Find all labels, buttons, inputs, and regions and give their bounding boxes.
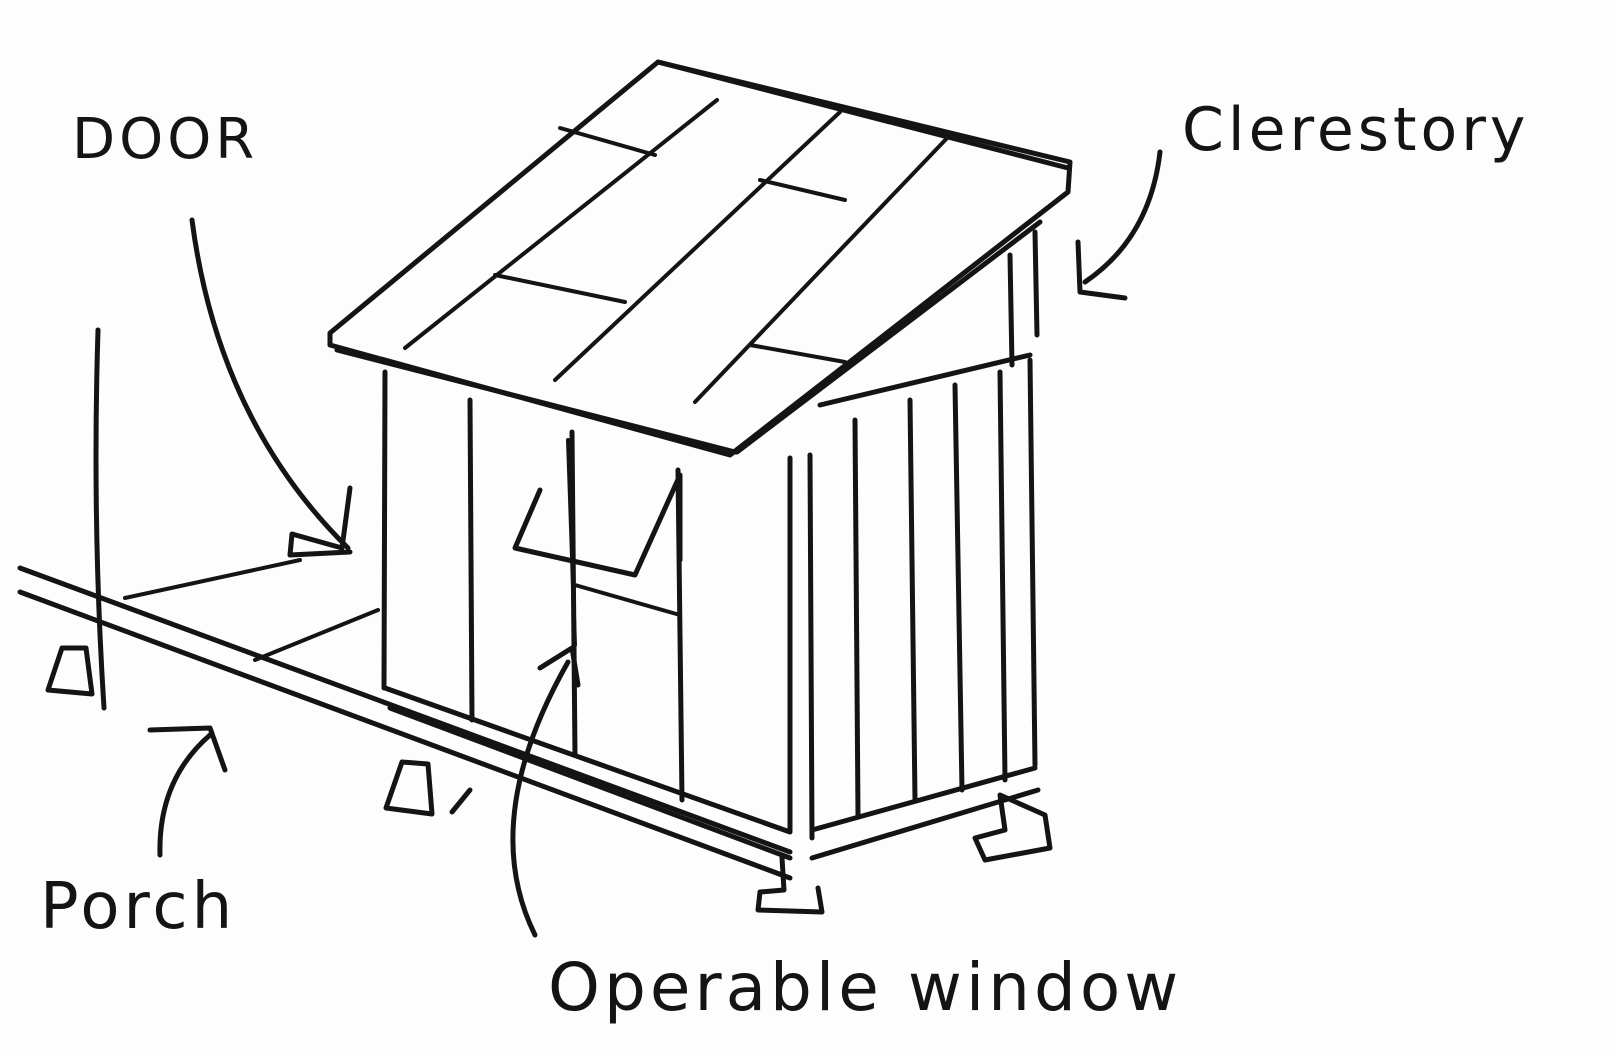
clerestory-sill <box>817 352 1033 408</box>
front-wall-base <box>387 705 793 861</box>
footing-corner <box>755 855 825 915</box>
porch-edge-outer <box>17 565 793 855</box>
front-wall-left-edge <box>381 369 388 691</box>
door-label: DOOR <box>72 107 258 172</box>
footings <box>45 645 1053 915</box>
roof-shingle-mark-2 <box>758 178 847 202</box>
clerestory-post-left <box>1007 252 1015 368</box>
porch-board-line-1 <box>123 558 302 600</box>
porch-post <box>93 327 107 711</box>
roof-shingle-mark-3 <box>493 273 627 304</box>
roof-shingle-mark-4 <box>748 343 847 364</box>
roof-front-edge <box>334 347 738 455</box>
side-wall-sill <box>809 765 1038 833</box>
front-wall-corner-2 <box>807 452 815 841</box>
footing-front-left <box>383 759 473 817</box>
porch-arrow-icon <box>147 725 228 858</box>
roof-shingle-mark-1 <box>558 126 657 157</box>
window-sash-crossbar <box>573 583 682 617</box>
footing-porch <box>45 645 95 697</box>
door-left-edge <box>467 397 475 723</box>
side-wall-board-4 <box>997 369 1008 783</box>
side-wall <box>809 357 1041 861</box>
clerestory-arrow-icon <box>1075 149 1163 301</box>
window-sash <box>512 472 683 578</box>
clerestory-post-right <box>1032 229 1040 338</box>
footing-back <box>972 792 1053 863</box>
porch-board-line-2 <box>253 608 380 662</box>
annotation-arrows <box>147 149 1163 938</box>
window-arrow-icon <box>510 645 581 938</box>
porch-edge-inner <box>17 589 793 881</box>
clerestory-label: Clerestory <box>1182 95 1529 165</box>
window-hinge-line <box>566 438 577 647</box>
side-wall-back-corner <box>1027 357 1038 768</box>
operable-window-label: Operable window <box>548 949 1182 1026</box>
roof <box>327 59 1073 458</box>
porch-deck <box>17 327 793 881</box>
side-wall-board-2 <box>907 397 918 803</box>
side-wall-board-3 <box>952 382 965 793</box>
door-arrow-icon <box>189 217 353 558</box>
porch-label: Porch <box>40 870 236 944</box>
roof-side-fascia <box>734 219 1043 455</box>
clerestory-window <box>817 229 1040 408</box>
roof-panel-line-2 <box>553 110 842 382</box>
roof-panel-line-3 <box>693 133 952 404</box>
front-wall-sill <box>382 685 793 835</box>
roof-ridge-lip <box>655 59 1071 171</box>
operable-window <box>512 438 683 647</box>
side-wall-board-1 <box>852 417 861 818</box>
roof-panel-line-1 <box>403 98 719 350</box>
